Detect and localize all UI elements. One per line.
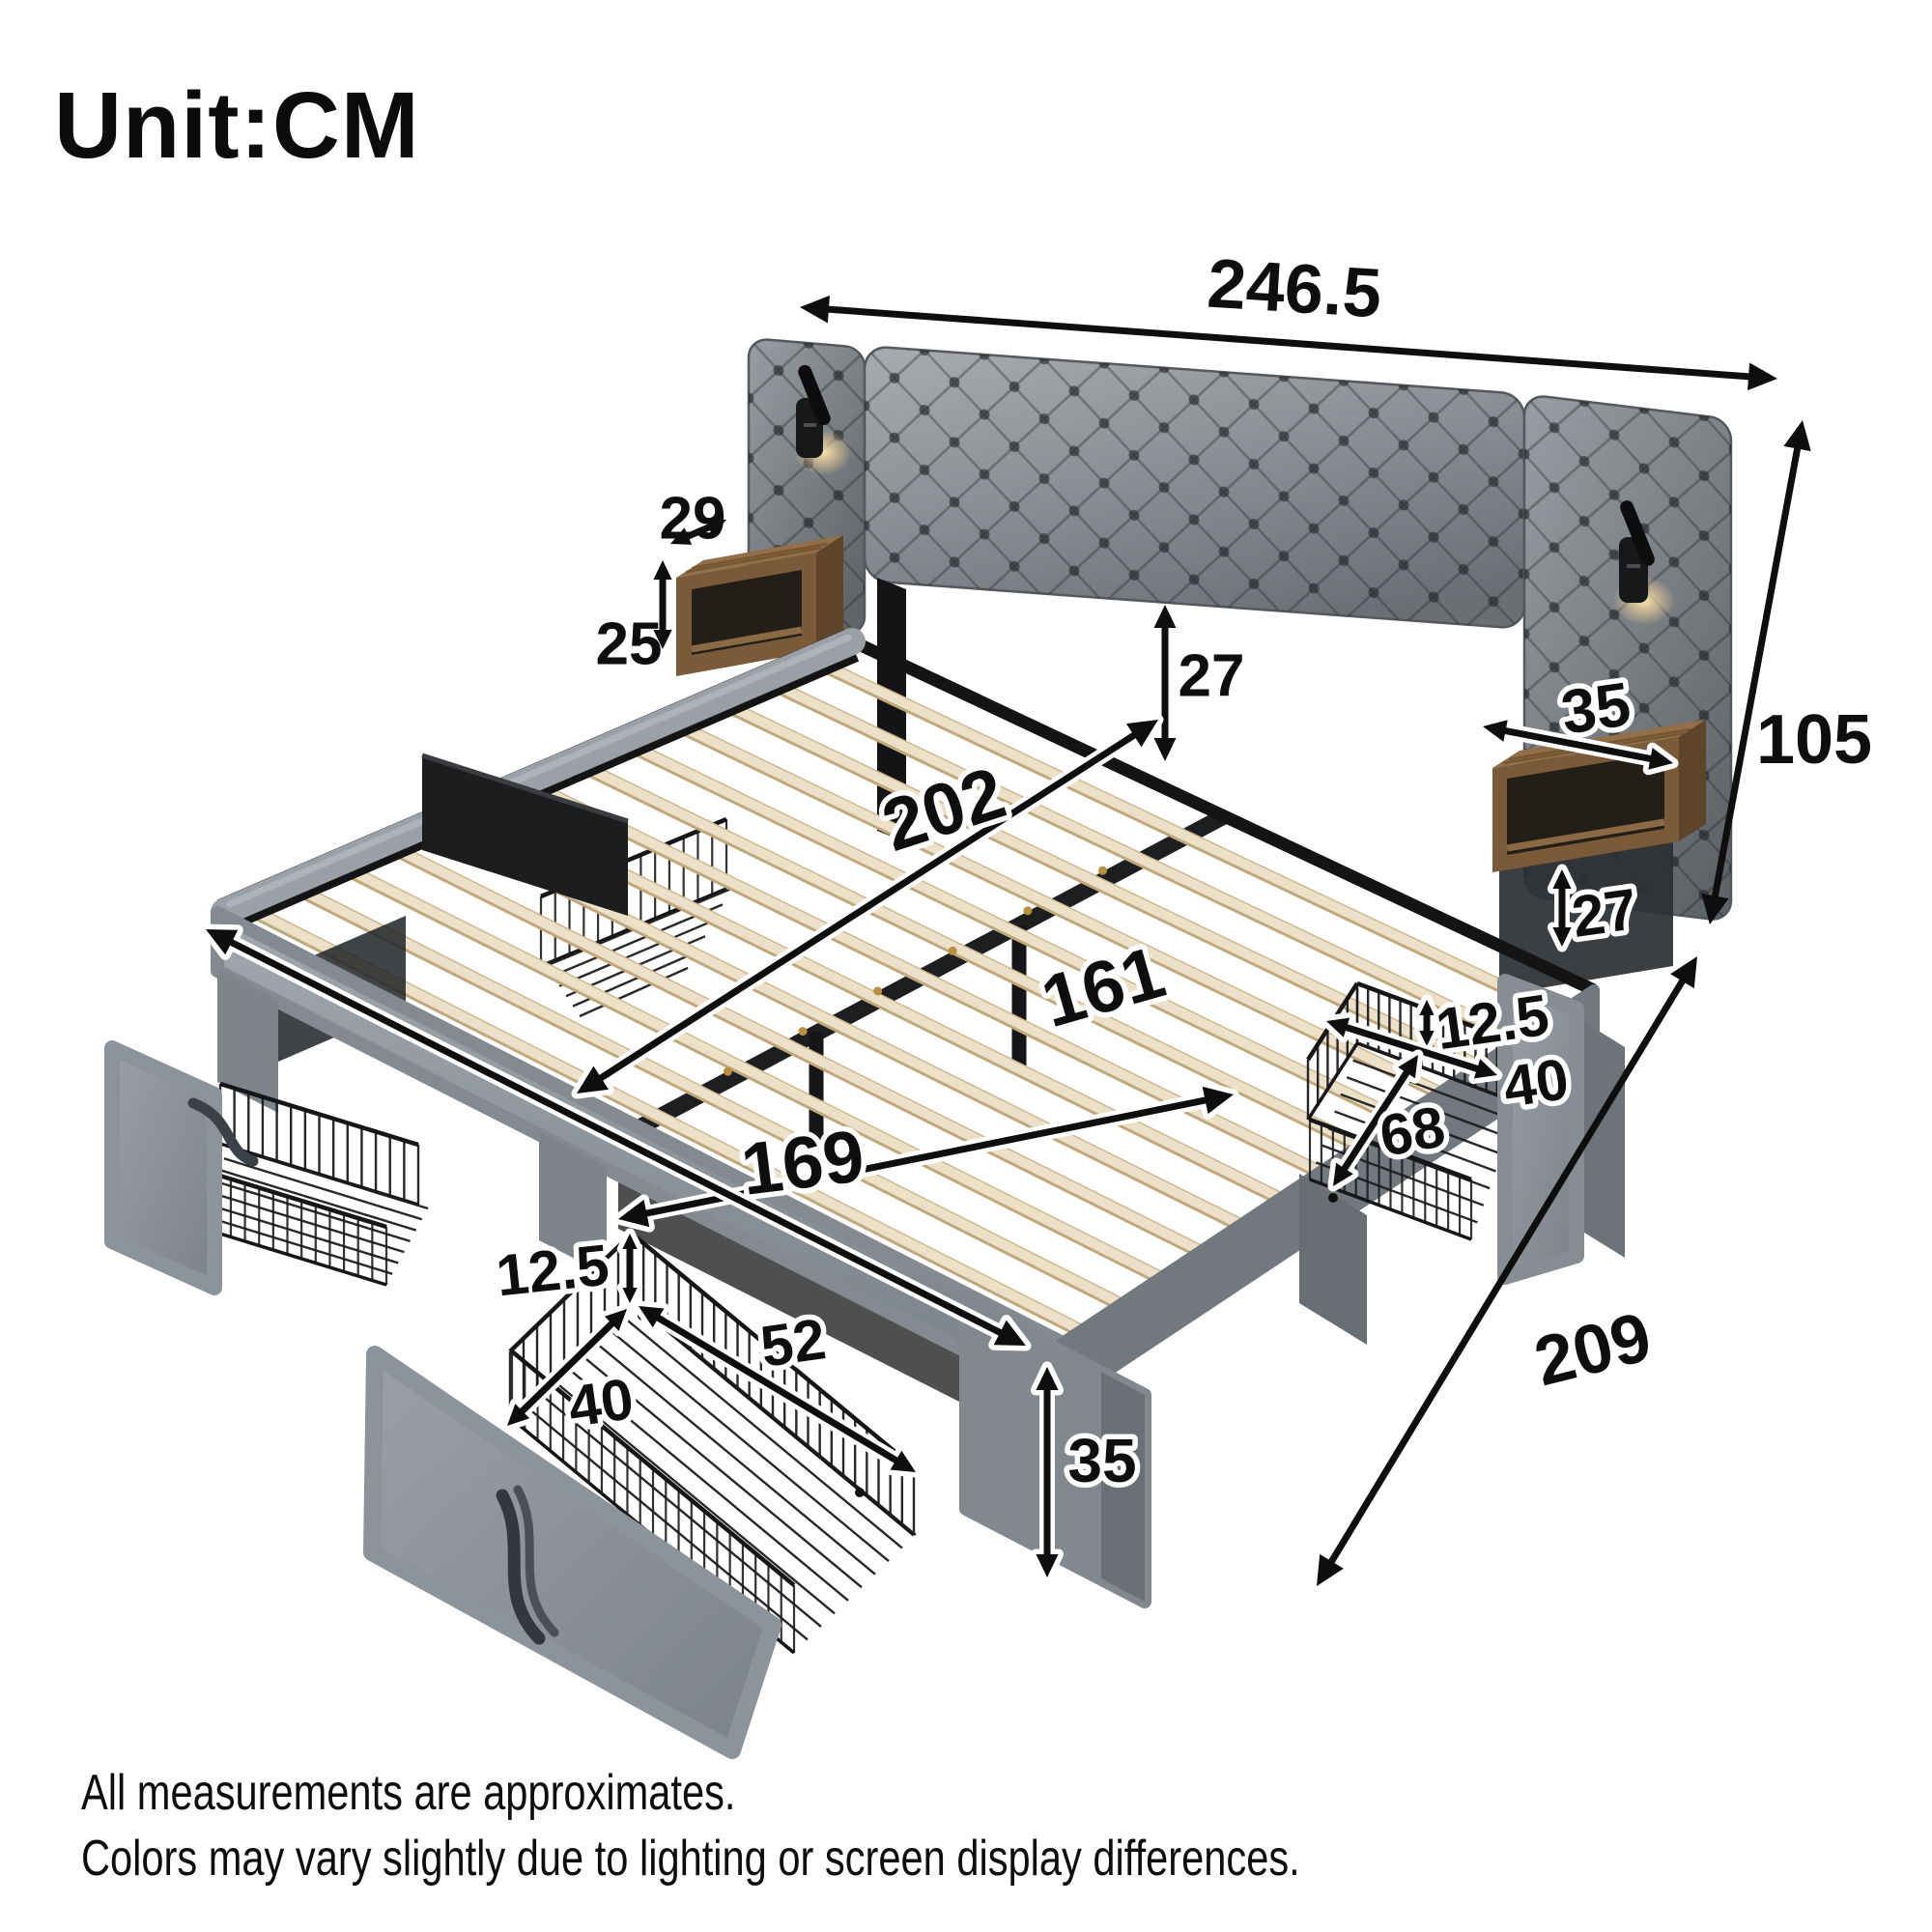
note-measurements: All measurements are approximates.: [81, 1765, 736, 1821]
dim-label-left-basket-length: 52: [756, 1306, 829, 1379]
left-drawer-basket: [186, 1081, 429, 1287]
note-colors: Colors may vary slightly due to lighting…: [81, 1831, 1300, 1887]
dim-label-left-shelf-depth: 29: [660, 486, 726, 553]
dim-label-right-basket-height: 12.5: [1433, 982, 1553, 1063]
dim-arrow-right-basket-width: [1321, 1012, 1503, 1084]
headboard-center-panel: [863, 346, 1526, 629]
dimension-arrows: [200, 295, 1811, 1586]
dim-arrow-overall-width: [800, 295, 1777, 391]
dim-label-left-shelf-height: 25: [596, 611, 663, 678]
left-shelf-side: [816, 535, 843, 651]
dim-arrow-slat-area-length: [571, 714, 1164, 1099]
dim-arrow-bed-width: [200, 923, 1032, 1351]
dim-arrow-right-basket-height: [1413, 994, 1440, 1052]
dim-arrow-left-shelf-depth: [670, 519, 726, 545]
dim-label-total-length: 209: [1527, 1298, 1659, 1402]
dim-arrow-total-length: [1317, 956, 1697, 1586]
dim-label-headboard-height: 105: [1756, 701, 1872, 779]
dim-label-right-basket-length: 68: [1375, 1094, 1449, 1169]
foot-right-leg-shade: [1101, 1372, 1145, 1602]
dim-label-frame-height: 35: [1067, 1426, 1136, 1495]
dim-arrow-left-basket-width: [501, 1303, 633, 1432]
left-wall-shelf: [676, 535, 843, 676]
dim-label-left-basket-height: 12.5: [493, 1233, 611, 1309]
reading-light-left: [794, 364, 852, 475]
dim-arrow-frame-height: [1030, 1361, 1065, 1583]
right-mid-leg: [1299, 1174, 1367, 1345]
foot-drawer-strap: [496, 1489, 546, 1645]
page-title: Unit:CM: [54, 72, 420, 178]
foot-left-leg: [217, 969, 278, 1113]
dim-arrow-left-shelf-height: [653, 560, 672, 649]
left-drawer-strap: [187, 1097, 259, 1167]
dim-arrow-right-shelf-gap: [1547, 864, 1577, 952]
right-shelf-pedestal: [1499, 838, 1673, 995]
dim-arrow-headboard-gap: [1153, 605, 1177, 761]
dim-arrow-left-basket-length: [633, 1300, 922, 1478]
right-shelf-side: [1679, 720, 1706, 841]
dim-label-right-shelf-gap: 27: [1568, 876, 1640, 950]
slat-screws: [723, 866, 1107, 1076]
reading-light-right: [1613, 500, 1675, 625]
slat-deck: [230, 656, 1567, 1335]
dim-label-slat-area-length: 202: [873, 752, 1015, 867]
right-drawer-front: [1497, 974, 1584, 1285]
left-shelf-top: [676, 535, 843, 578]
black-accessory-panel: [421, 753, 629, 916]
foot-drawer-front: [363, 1346, 781, 1759]
dim-label-left-basket-width: 40: [564, 1366, 637, 1439]
dim-label-right-basket-width: 40: [1499, 1046, 1572, 1120]
foot-drawer-bay: [618, 1174, 961, 1403]
dim-arrow-right-shelf-width: [1477, 714, 1679, 776]
left-side-rail: [211, 628, 866, 925]
dim-arrow-headboard-height: [1701, 420, 1811, 924]
dim-arrow-right-basket-length: [1327, 1049, 1424, 1192]
foot-mid-leg: [539, 1132, 607, 1275]
dim-label-right-shelf-width: 35: [1557, 668, 1635, 747]
dim-label-overall-width: 246.5: [1206, 245, 1384, 333]
dim-label-headboard-gap: 27: [1179, 643, 1245, 710]
left-drawer-front: [104, 1040, 259, 1295]
dim-arrow-left-basket-height: [616, 1228, 643, 1309]
metal-frame-head-bar: [852, 637, 1597, 996]
dim-label-bed-width: 169: [737, 1115, 868, 1211]
